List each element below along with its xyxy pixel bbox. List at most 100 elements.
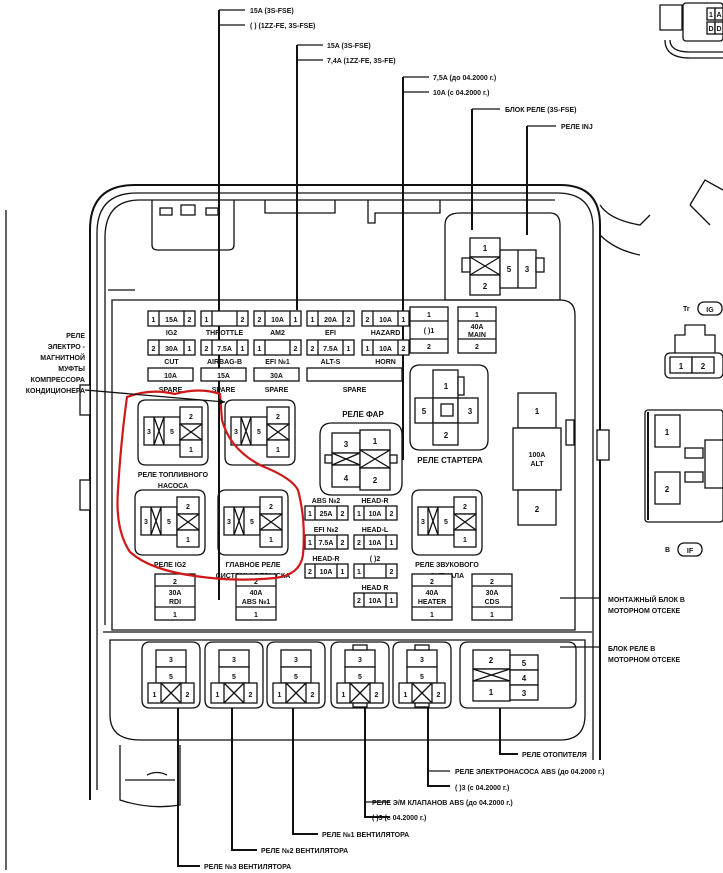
pin-label: 2	[186, 504, 190, 511]
callout-text: БЛОК РЕЛЕ (3S-FSE)	[505, 107, 576, 114]
pin-label: 1	[341, 569, 345, 576]
spare-fuse[interactable]: SPARE	[306, 367, 403, 394]
pin-label: 2	[269, 504, 273, 511]
fuse-name: HEAD-L	[362, 527, 389, 534]
fuse-name: HEAD R	[362, 585, 389, 592]
pin-label: 1	[444, 382, 449, 391]
pin-label: 1	[490, 612, 494, 619]
relay-label: НАСОСА	[158, 483, 188, 490]
pin-label: 3	[294, 657, 298, 664]
fuse-value: 10A	[320, 569, 333, 576]
inj-relay[interactable]: 1 2 5 3	[444, 212, 561, 301]
connector-top-right[interactable]: 1 A D D	[659, 2, 723, 59]
callout-text: МУФТЫ	[58, 366, 85, 373]
fuse-value: 10A	[379, 317, 392, 324]
pin-label: 1	[173, 612, 177, 619]
fuse-name: HORN	[375, 359, 396, 366]
pin-label: 5	[250, 519, 254, 526]
pin-label: 1	[241, 346, 245, 353]
pin-label: 1	[278, 692, 282, 699]
pin-label: 2	[483, 282, 488, 291]
connector-if[interactable]: 1 2 B IF	[644, 409, 723, 557]
pin-label: 1	[373, 437, 378, 446]
heater-relay[interactable]: 2 1 5 4 3	[459, 641, 577, 709]
callout-text: МОТОРНОМ ОТСЕКЕ	[608, 608, 680, 615]
pin-label: 3	[525, 265, 530, 274]
pin-label: 2	[254, 579, 258, 586]
pin-label: 5	[444, 519, 448, 526]
bottom-relay[interactable]: 3 5 1 2	[266, 641, 326, 709]
connector-ig[interactable]: Tr IG 1 2	[664, 301, 723, 379]
pin-label: 2	[311, 692, 315, 699]
fuse-name: HEATER	[418, 599, 446, 606]
pin-label: 2	[258, 317, 262, 324]
block-fuse[interactable]: 1( )12	[409, 306, 449, 354]
fuse-name: ABS №2	[312, 497, 341, 505]
connector-code: IF	[687, 548, 694, 555]
fuse-name: MAIN	[468, 332, 486, 339]
callout-text: ЭЛЕКТРО -	[48, 344, 86, 351]
pin-label: 2	[375, 692, 379, 699]
clip-decor	[599, 179, 723, 256]
pin-label: 1	[152, 317, 156, 324]
fuse-name: ALT-S	[321, 359, 341, 366]
headlight-relay[interactable]: РЕЛЕ ФАР 3 1 4 2	[319, 410, 403, 496]
pin-label: 3	[144, 519, 148, 526]
callout-text: МОНТАЖНЫЙ БЛОК В	[608, 595, 685, 604]
fuse-name: SPARE	[265, 387, 289, 394]
callout-text: РЕЛЕ ЭЛЕКТРОНАСОСА ABS (до 04.2000 г.)	[455, 769, 605, 776]
pin-label: 2	[347, 317, 351, 324]
pin-label: 1	[404, 692, 408, 699]
fuse-value: 7.5A	[323, 346, 338, 353]
pin-label: 2	[373, 476, 378, 485]
starter-relay[interactable]: 1 5 3 2 РЕЛЕ СТАРТЕРА	[409, 364, 489, 465]
fuse-value: 30A	[165, 346, 178, 353]
fuse-value: ( )1	[424, 328, 435, 335]
pin-label: 5	[257, 429, 261, 436]
pin-label: 2	[665, 485, 670, 494]
pin-label: 5	[294, 674, 298, 681]
callout-text: РЕЛЕ Э/М КЛАПАНОВ ABS (до 04.2000 г.)	[372, 800, 513, 807]
pin-label: 1	[390, 540, 394, 547]
fuse-value: 40A	[426, 590, 439, 597]
callout-text: ( )3 (с 04.2000 г.)	[372, 815, 426, 822]
fuse-name: AM2	[270, 330, 285, 337]
fuse-name: EFI	[325, 330, 336, 337]
